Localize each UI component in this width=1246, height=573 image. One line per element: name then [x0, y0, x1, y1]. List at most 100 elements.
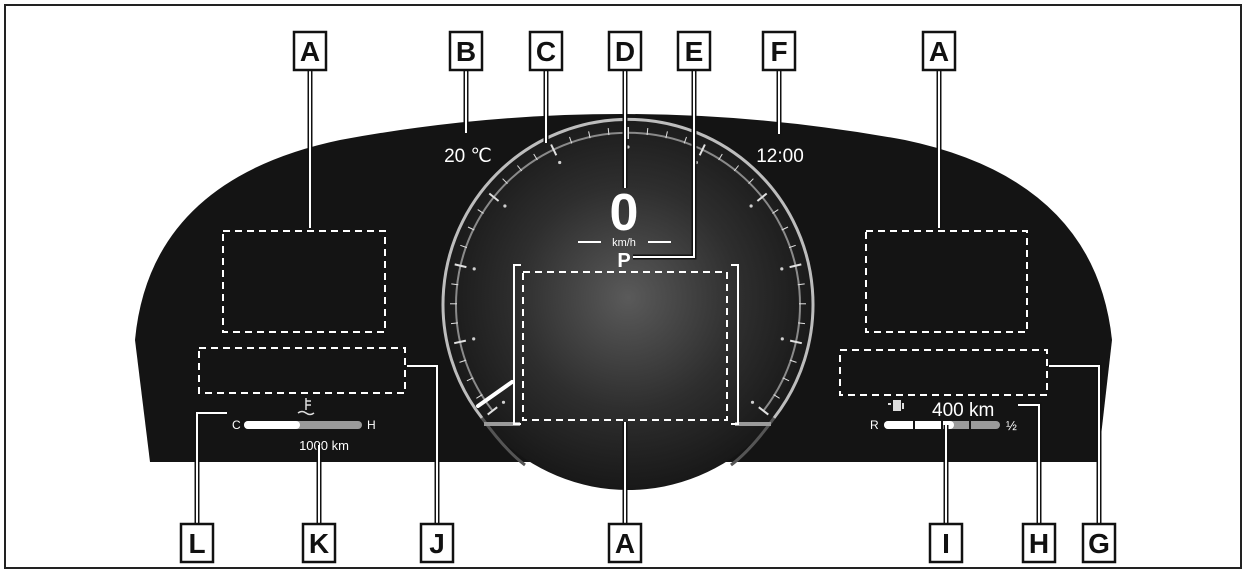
dial-tick	[502, 178, 508, 185]
dial-tick	[748, 178, 754, 185]
dial-tick	[683, 136, 687, 144]
svg-text:L: L	[188, 528, 205, 559]
display-area-a-center	[522, 271, 728, 421]
dial-tick	[782, 377, 790, 382]
dial-tick	[569, 136, 573, 144]
callout-g: G	[1081, 522, 1117, 564]
dial-dot	[501, 400, 506, 404]
coolant-hot-label: H	[367, 418, 376, 432]
coolant-temperature-gauge: C H	[232, 398, 376, 432]
speed-unit: km/h	[612, 237, 636, 249]
dial-tick	[789, 339, 803, 345]
dial-tick	[453, 339, 467, 345]
svg-text:I: I	[942, 528, 950, 559]
center-bracket-left	[513, 264, 521, 425]
dial-tick	[646, 128, 649, 136]
dial-tick	[772, 209, 779, 214]
dial-tick	[533, 153, 538, 161]
callout-i: I	[928, 522, 964, 564]
callout-d: D	[607, 30, 643, 72]
dial-tick	[773, 394, 780, 399]
dial-tick	[488, 192, 500, 202]
display-area-j	[198, 347, 406, 394]
dial-tick	[665, 131, 668, 139]
svg-text:A: A	[615, 528, 635, 559]
callout-f: F	[761, 30, 797, 72]
svg-text:B: B	[456, 36, 476, 67]
svg-text:D: D	[615, 36, 635, 67]
figure-frame	[4, 4, 1242, 569]
dial-tick	[607, 128, 610, 136]
display-area-a-right	[865, 230, 1028, 333]
dial-dot	[472, 337, 476, 341]
coolant-gauge-fill	[244, 421, 300, 429]
dial-tick	[781, 226, 789, 231]
dial-tick	[718, 153, 723, 161]
range-readout: 400 km	[932, 400, 994, 421]
speedometer-dial	[441, 117, 815, 490]
speedometer-ticks	[450, 127, 806, 416]
dial-tick	[459, 359, 467, 363]
dial-dot	[780, 337, 784, 341]
dial-tick	[758, 406, 769, 416]
dial-tick	[798, 322, 806, 325]
svg-text:J: J	[429, 528, 445, 559]
dial-tick	[698, 144, 706, 156]
svg-text:H: H	[1029, 528, 1049, 559]
callout-a-top-right: A	[921, 30, 957, 72]
svg-text:A: A	[929, 36, 949, 67]
dial-tick	[451, 283, 459, 286]
dial-tick	[550, 144, 558, 156]
dial-dot	[750, 400, 755, 404]
dial-tick	[788, 244, 796, 249]
dial-tick	[467, 226, 475, 231]
dial-tick	[487, 406, 498, 416]
coolant-cold-label: C	[232, 418, 241, 432]
callout-a-bottom: A	[607, 522, 643, 564]
dial-tick	[450, 322, 458, 325]
svg-text:K: K	[309, 528, 329, 559]
dial-tick	[517, 165, 523, 172]
dial-dot	[472, 267, 476, 271]
dial-dot	[780, 267, 784, 271]
callout-b: B	[448, 30, 484, 72]
callout-j: J	[419, 522, 455, 564]
odometer-readout: 1000 km	[299, 438, 349, 453]
dial-tick	[454, 263, 467, 269]
fuel-pump-icon	[888, 400, 904, 411]
dial-tick	[466, 377, 474, 382]
speed-readout: 0	[610, 184, 639, 242]
dial-tick	[476, 394, 483, 399]
dial-tick	[588, 131, 591, 139]
callout-e: E	[676, 30, 712, 72]
dial-tick	[789, 263, 802, 269]
coolant-icon	[297, 398, 315, 416]
dial-dot	[558, 160, 562, 165]
dial-dot	[503, 204, 507, 208]
gear-indicator: P	[617, 250, 630, 272]
svg-text:C: C	[536, 36, 556, 67]
speedometer-outer-ring	[441, 117, 815, 419]
temperature-readout: 20 ℃	[444, 146, 492, 167]
callout-l: L	[179, 522, 215, 564]
center-bracket-right	[731, 264, 739, 425]
dial-tick	[733, 165, 739, 172]
speedometer-needle	[476, 380, 514, 408]
callout-h: H	[1021, 522, 1057, 564]
svg-text:A: A	[300, 36, 320, 67]
fuel-half-label: ½	[1006, 418, 1017, 433]
callout-k: K	[301, 522, 337, 564]
dial-tick	[756, 192, 768, 202]
dial-tick	[797, 283, 805, 286]
fuel-gauge: 400 km R ½	[870, 400, 1017, 433]
svg-text:E: E	[685, 36, 704, 67]
display-area-g	[839, 349, 1048, 396]
svg-text:G: G	[1088, 528, 1110, 559]
callout-a-top-left: A	[292, 30, 328, 72]
dial-dot	[749, 204, 753, 208]
fuel-empty-label: R	[870, 418, 879, 432]
dial-tick	[460, 244, 468, 249]
fuel-gauge-fill	[884, 421, 954, 429]
